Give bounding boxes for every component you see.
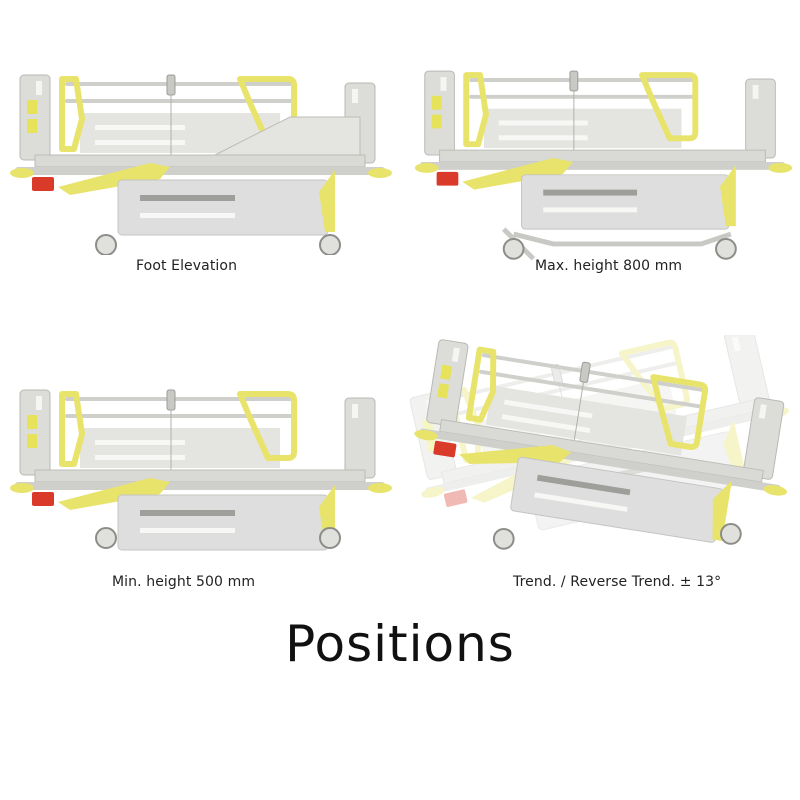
caption-trendelenburg: Trend. / Reverse Trend. ± 13° (513, 574, 722, 590)
caption-foot-elevation: Foot Elevation (136, 258, 238, 274)
page-title: Positions (285, 615, 515, 673)
panel-max-height (405, 55, 800, 265)
hospital-bed-foot-elevation-image (0, 55, 400, 255)
caption-max-height: Max. height 800 mm (535, 258, 683, 274)
hospital-bed-trendelenburg-image (405, 335, 800, 560)
panel-trendelenburg (405, 335, 800, 560)
panel-min-height (0, 370, 400, 560)
hospital-bed-min-height-image (0, 370, 400, 560)
caption-min-height: Min. height 500 mm (112, 574, 256, 590)
panel-foot-elevation (0, 55, 400, 255)
hospital-bed-max-height-image (405, 55, 800, 261)
